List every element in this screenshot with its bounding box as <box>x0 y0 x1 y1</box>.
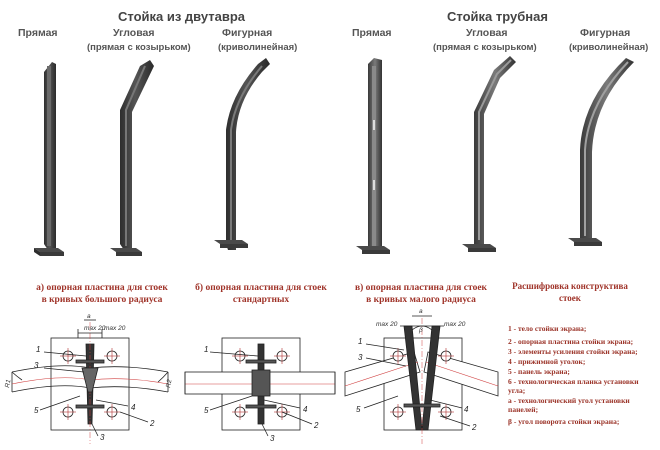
label-straight-tube: Прямая <box>352 27 392 39</box>
legend-item: угла; <box>508 386 526 395</box>
drawing-plate-v <box>344 315 499 444</box>
dim-a-a: a <box>87 313 91 320</box>
legend-item: 1 - тело стойки экрана; <box>508 324 587 333</box>
dim-max20-a1: max 20 <box>84 325 106 332</box>
callout-1-a: 1 <box>36 345 40 354</box>
callout-4-b: 4 <box>303 405 308 414</box>
callout-3b-a: 3 <box>100 433 105 442</box>
label-angular-ibeam-sub: (прямая с козырьком) <box>87 42 191 53</box>
legend-item: 3 - элементы усиления стойки экрана; <box>508 347 638 356</box>
label-curved-ibeam-sub: (криволинейная) <box>218 42 298 53</box>
dim-max20-v1: max 20 <box>376 321 398 328</box>
legend-item: 5 - панель экрана; <box>508 367 570 376</box>
ibeam-angular-post <box>110 60 154 256</box>
tube-angular-post <box>462 56 516 252</box>
drawing-plate-a-labels: max 20 max 20 a R1 R2 1 3 5 4 2 3 <box>4 313 173 442</box>
label-straight-ibeam: Прямая <box>18 27 58 39</box>
legend-item: 4 - прижимной уголок; <box>508 357 586 366</box>
legend-item: β - угол поворота стойки экрана; <box>508 417 620 426</box>
callout-2-v: 2 <box>471 423 477 432</box>
drawing-plate-b <box>184 337 336 437</box>
label-curved-ibeam: Фигурная <box>222 27 273 39</box>
tube-straight-post <box>356 58 390 254</box>
callout-5-b: 5 <box>204 406 209 415</box>
callout-5-v: 5 <box>356 405 361 414</box>
callout-1-v: 1 <box>358 337 362 346</box>
dim-r-right-a: R2 <box>165 379 173 389</box>
dim-r-left-a: R1 <box>4 379 12 389</box>
callout-2-b: 2 <box>313 421 319 430</box>
legend-item: 2 - опорная пластина стойки экрана; <box>508 337 634 346</box>
callout-5-a: 5 <box>34 406 39 415</box>
heading-ibeam-post: Стойка из двутавра <box>118 9 245 24</box>
label-angular-ibeam: Угловая <box>113 27 155 39</box>
legend-title-line2: стоек <box>559 293 581 303</box>
drawing-plate-b-labels: 1 5 4 2 3 <box>204 345 319 443</box>
legend-item: панелей; <box>508 405 539 414</box>
callout-2-a: 2 <box>149 419 155 428</box>
legend-item: 6 - технологическая планка установки <box>508 377 639 386</box>
dim-a-v: a <box>419 308 423 315</box>
callout-3-b: 3 <box>270 434 275 443</box>
caption-plate-b-line1: б) опорная пластина для стоек <box>195 283 327 293</box>
legend-title-line1: Расшифровка конструктива <box>512 281 628 291</box>
caption-plate-v: в) опорная пластина для стоек в кривых м… <box>346 282 496 306</box>
caption-plate-v-line1: в) опорная пластина для стоек <box>354 283 488 293</box>
caption-plate-a-line1: а) опорная пластина для стоек <box>36 283 168 293</box>
callout-4-a: 4 <box>131 403 136 412</box>
legend-title: Расшифровка конструктива стоек <box>505 280 635 304</box>
caption-plate-b-line2: стандартных <box>232 295 290 305</box>
drawing-plate-v-labels: max 20 max 20 a β 1 3 5 4 2 <box>356 308 477 432</box>
dim-max20-a2: max 20 <box>104 325 126 332</box>
ibeam-curved-post <box>214 58 270 250</box>
label-angular-tube: Угловая <box>466 27 508 39</box>
label-angular-tube-sub: (прямая с козырьком) <box>433 42 537 53</box>
dim-beta-v: β <box>418 327 423 334</box>
legend-item: а - технологический угол установки <box>508 396 630 405</box>
callout-4-v: 4 <box>464 405 469 414</box>
caption-plate-v-line2: в кривых малого радиуса <box>366 295 476 305</box>
caption-plate-a: а) опорная пластина для стоек в кривых б… <box>12 282 192 306</box>
heading-tube-post: Стойка трубная <box>447 9 548 24</box>
caption-plate-a-line2: в кривых большого радиуса <box>41 295 163 305</box>
callout-3-a: 3 <box>34 361 39 370</box>
drawing-plate-a <box>11 319 169 444</box>
tube-curved-post <box>568 58 634 246</box>
ibeam-straight-post <box>34 62 64 256</box>
label-curved-tube-sub: (криволинейная) <box>569 42 649 53</box>
label-curved-tube: Фигурная <box>580 27 631 39</box>
callout-1-b: 1 <box>204 345 208 354</box>
caption-plate-b: б) опорная пластина для стоек стандартны… <box>186 282 336 306</box>
dim-max20-v2: max 20 <box>444 321 466 328</box>
callout-3-v: 3 <box>358 353 363 362</box>
